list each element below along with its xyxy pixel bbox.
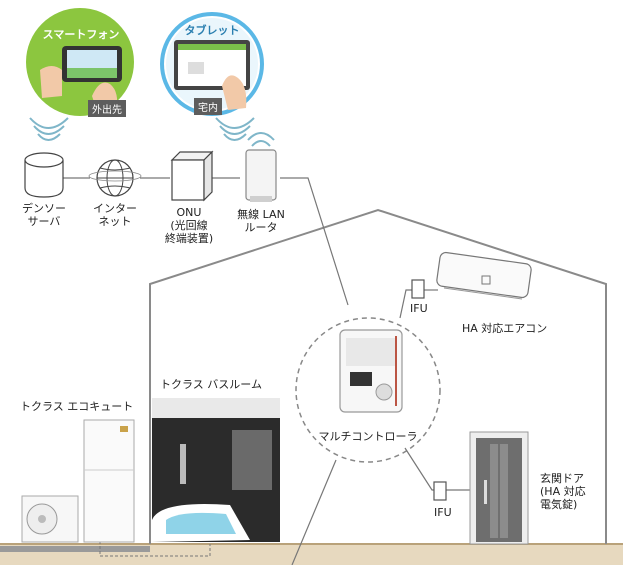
server-icon [24, 152, 64, 198]
house-outline [149, 208, 607, 544]
aircon-label: HA 対応エアコン [462, 322, 548, 335]
smartphone-illustration [26, 8, 134, 116]
ground [0, 544, 623, 565]
ifu-box-door [433, 481, 447, 501]
wifi-arcs-phone-icon [29, 117, 69, 141]
aircon-ifu-label: IFU [410, 302, 428, 315]
bathroom-photo [152, 398, 280, 542]
bathroom-label: トクラス バスルーム [160, 378, 262, 391]
tablet-illustration [160, 12, 264, 116]
controller-label: マルチコントローラ [318, 430, 418, 443]
door-icon [469, 431, 529, 545]
router-icon [245, 149, 277, 202]
multi-controller-icon [339, 329, 403, 413]
ifu-box-aircon [411, 279, 425, 299]
ground-slab [0, 546, 150, 552]
smartphone-tag: 外出先 [88, 100, 126, 117]
controller-circle [295, 317, 441, 463]
router-to-controller-line [280, 177, 349, 306]
internet-globe-icon [88, 159, 142, 197]
tablet-title: タブレット [184, 24, 240, 37]
internet-label: インターネット [93, 202, 137, 228]
aircon-icon [436, 251, 532, 300]
onu-box-icon [170, 150, 214, 202]
tablet-tag: 宅内 [194, 98, 222, 115]
server-label: デンソーサーバ [22, 202, 66, 228]
door-label: 玄関ドア(HA 対応電気錠) [540, 472, 586, 511]
ecocute-label: トクラス エコキュート [20, 400, 134, 413]
onu-label: ONU(光回線終端装置) [164, 206, 214, 245]
door-ifu-label: IFU [434, 506, 452, 519]
wifi-arcs-router-icon [247, 132, 275, 147]
smartphone-title: スマートフォン [42, 28, 120, 41]
wifi-arcs-tablet-icon [215, 117, 255, 141]
ecocute-unit-icon [21, 419, 135, 543]
